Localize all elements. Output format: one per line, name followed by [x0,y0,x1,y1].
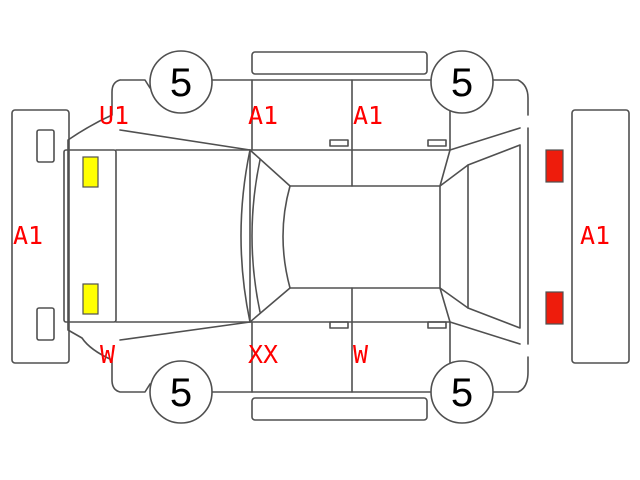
door-handle-front-left [329,139,349,147]
rear-right-taillamp [545,291,564,325]
code-front-left-fender: U1 [99,101,129,130]
left-side-skirt [251,51,428,75]
front-left-headlamp [82,156,99,188]
code-rear-right-door: W [353,340,369,369]
tire-rear-left-grade: 5 [451,61,473,105]
front-bumper-slot-bottom [36,307,55,341]
tire-rear-right-grade: 5 [451,371,473,415]
tire-rear-right: 5 [430,360,494,424]
code-front-bumper: A1 [13,221,43,250]
tire-front-right-grade: 5 [170,371,192,415]
tire-front-left: 5 [149,50,213,114]
rear-bumper [571,109,630,364]
front-bumper [11,109,70,364]
front-right-headlamp [82,283,99,315]
front-bumper-slot-top [36,129,55,163]
door-handle-rear-left [427,139,447,147]
car-outline [63,79,529,393]
rear-left-taillamp [545,149,564,183]
code-rear-bumper: A1 [580,221,610,250]
door-handle-front-right [329,321,349,329]
door-handle-rear-right [427,321,447,329]
tire-rear-left: 5 [430,50,494,114]
code-rear-left-door: A1 [353,101,383,130]
right-side-skirt [251,397,428,421]
code-front-right-fender: W [100,340,116,369]
tire-front-left-grade: 5 [170,61,192,105]
code-front-right-door: XX [248,340,278,369]
code-front-left-door: A1 [248,101,278,130]
tire-front-right: 5 [149,360,213,424]
